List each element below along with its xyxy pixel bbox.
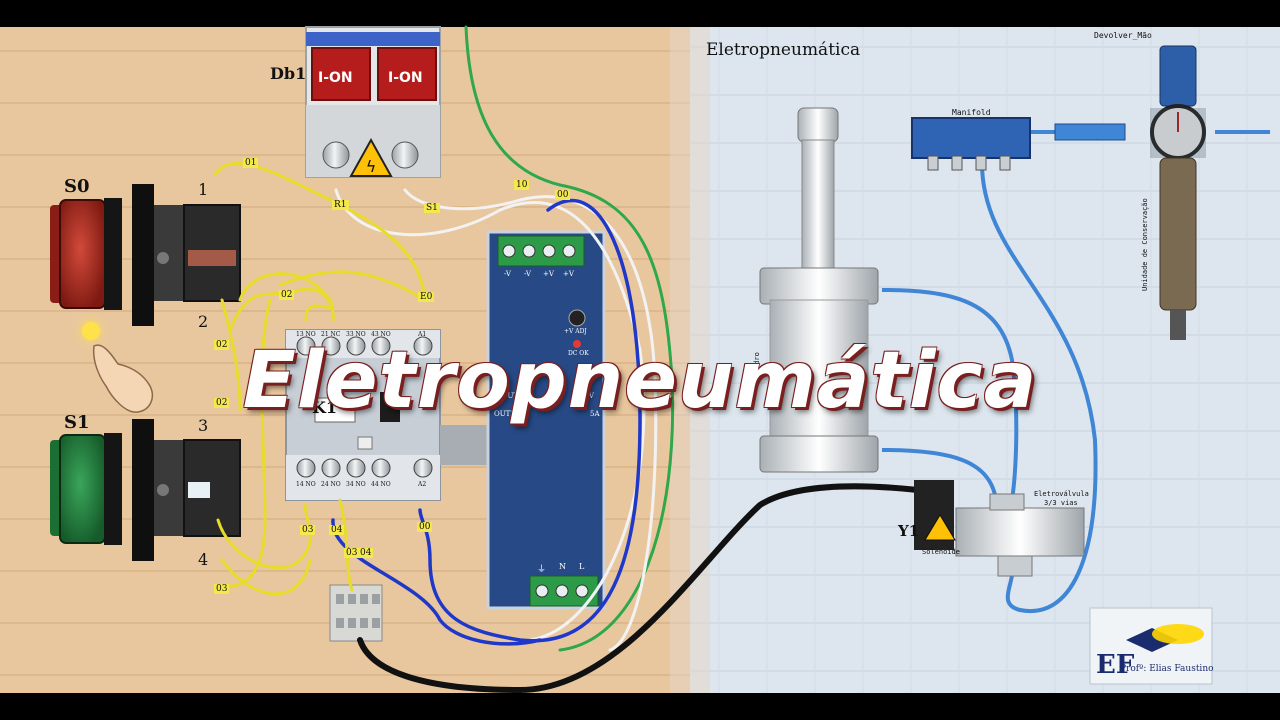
s1-pushbutton[interactable] bbox=[50, 419, 241, 561]
wire-tag: 03 bbox=[214, 584, 230, 594]
logo-initials: EF bbox=[1096, 650, 1135, 680]
contactor-top-21: 21 NC bbox=[321, 331, 341, 338]
terminal-2-label: 2 bbox=[198, 312, 209, 331]
contactor-bottom-14: 14 NO bbox=[296, 481, 316, 488]
wire-tag: 02 bbox=[279, 290, 295, 300]
wire-tag: R1 bbox=[332, 200, 349, 210]
wire-tag: 00 bbox=[555, 190, 571, 200]
pneumatic-cylinder[interactable] bbox=[759, 107, 879, 473]
service-unit-label: Unidade de Conservação bbox=[1141, 198, 1149, 291]
breaker-switch-left-label: I-ON bbox=[318, 70, 353, 86]
wire-tag: S1 bbox=[424, 203, 440, 213]
contactor-top-13: 13 NO bbox=[296, 331, 316, 338]
psu-top-label-4: +V bbox=[563, 270, 574, 278]
solenoid-valve[interactable] bbox=[914, 480, 1085, 577]
psu-top-label-3: +V bbox=[543, 270, 554, 278]
breaker-label: Db1 bbox=[270, 64, 307, 83]
contactor-bottom-34: 34 NO bbox=[346, 481, 366, 488]
psu-bottom-ground-label: ⏚ bbox=[537, 565, 547, 575]
contactor-top-a1: A1 bbox=[418, 331, 427, 338]
wire-tag: 00 bbox=[417, 522, 433, 532]
terminal-4-label: 4 bbox=[198, 550, 209, 569]
contactor-top-43: 43 NO bbox=[371, 331, 391, 338]
psu-top-label-2: -V bbox=[524, 270, 531, 278]
psu-output-label: OUTPUT bbox=[494, 410, 526, 418]
s1-label: S1 bbox=[64, 412, 90, 433]
valve-label-line1: Eletroválvula bbox=[1034, 490, 1089, 498]
contactor-bottom-a2: A2 bbox=[418, 481, 427, 488]
wire-tag: 04 bbox=[358, 548, 374, 558]
wire-tag: 04 bbox=[329, 525, 345, 535]
logo-author: Profº: Elias Faustino bbox=[1120, 664, 1214, 674]
terminal-1-label: 1 bbox=[198, 180, 209, 199]
power-supply[interactable] bbox=[486, 230, 606, 610]
psu-top-label-1: -V bbox=[504, 270, 511, 278]
valve-label-line2: 3/3 vias bbox=[1044, 499, 1078, 507]
circuit-breaker-db1[interactable]: ϟ bbox=[305, 26, 441, 178]
wire-tag: 03 bbox=[300, 525, 316, 535]
psu-dc-ok-label: DC OK bbox=[568, 350, 589, 357]
psu-input-label: INPUT bbox=[494, 392, 519, 400]
wire-tag: E0 bbox=[418, 292, 435, 302]
contactor-top-33: 33 NO bbox=[346, 331, 366, 338]
panel-title: Eletropneumática bbox=[706, 40, 861, 60]
manifold[interactable] bbox=[911, 117, 1126, 171]
terminal-3-label: 3 bbox=[198, 416, 209, 435]
author-logo bbox=[1089, 607, 1213, 685]
svg-text:ϟ: ϟ bbox=[366, 157, 377, 176]
pointer-hand-icon bbox=[82, 322, 100, 340]
psu-bottom-l-label: L bbox=[579, 562, 585, 571]
psu-bottom-n-label: N bbox=[559, 562, 566, 571]
wire-tag: 01 bbox=[243, 158, 259, 168]
psu-adj-label: +V ADJ bbox=[564, 328, 587, 335]
hand-cursor-icon bbox=[92, 344, 154, 413]
terminal-block bbox=[329, 584, 383, 642]
service-unit[interactable] bbox=[1150, 45, 1206, 340]
contactor-k1[interactable] bbox=[285, 329, 441, 501]
manifold-label: Manifold bbox=[952, 108, 991, 117]
wire-tag: 02 bbox=[214, 340, 230, 350]
psu-amps-label: 5A bbox=[590, 410, 600, 418]
video-title-overlay: Eletropneumática bbox=[242, 336, 1038, 426]
solenoid-tag: Y1 bbox=[898, 522, 920, 540]
breaker-switch-right-label: I-ON bbox=[388, 70, 423, 86]
wire-tag: 03 bbox=[344, 548, 360, 558]
contactor-bottom-44: 44 NO bbox=[371, 481, 391, 488]
s0-label: S0 bbox=[64, 176, 90, 197]
psu-voltage-label: 24V bbox=[580, 392, 594, 400]
wire-tag: 10 bbox=[514, 180, 530, 190]
solenoid-label: Solenoide bbox=[922, 548, 960, 556]
contactor-bottom-24: 24 NO bbox=[321, 481, 341, 488]
wire-tag: 02 bbox=[214, 398, 230, 408]
wiring bbox=[213, 25, 921, 694]
contactor-label: K1 bbox=[312, 398, 338, 417]
s0-pushbutton[interactable] bbox=[50, 184, 241, 326]
reset-label[interactable]: Devolver_Mão bbox=[1094, 31, 1152, 40]
